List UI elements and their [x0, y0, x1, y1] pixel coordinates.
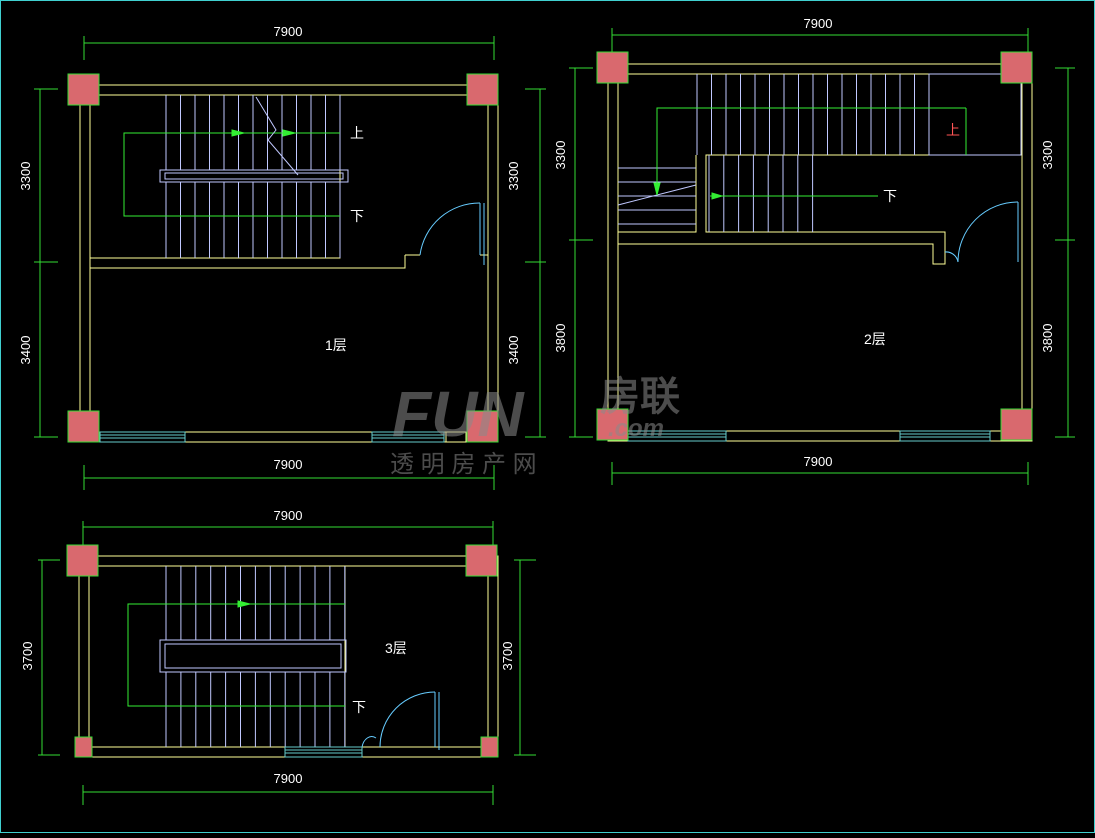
floor-2-columns	[596, 51, 1033, 441]
floor-2-stair-arrows	[653, 107, 967, 200]
floor-1-dim-top: 7900	[274, 24, 303, 39]
floor-3-plan: 7900 7900 3700 3700 下	[20, 508, 536, 805]
floor-3-dim-bottom: 7900	[274, 771, 303, 786]
floor-2-walls	[607, 63, 1033, 442]
watermark-tagline: 透 明 房 产 网	[390, 451, 537, 478]
floor-3-dim-right: 3700	[500, 642, 515, 671]
floor-2-dim-top: 7900	[804, 16, 833, 31]
floor-1-up-label: 上	[350, 125, 364, 141]
floor-2-dimensions	[569, 28, 1075, 485]
floor-2-plan: 7900 7900 3300 3800 3300 3800 上 下	[553, 16, 1075, 485]
floor-1-windows	[99, 431, 467, 443]
floor-1-dim-right-lower: 3400	[506, 336, 521, 365]
watermark: FUN 房联 .com 透 明 房 产 网	[390, 375, 680, 478]
floor-2-dim-left-upper: 3300	[553, 141, 568, 170]
floor-3-dimensions	[38, 521, 536, 805]
floor-1-dim-left-upper: 3300	[18, 162, 33, 191]
floor-3-dim-left: 3700	[20, 642, 35, 671]
floor-1-dimensions	[34, 36, 546, 490]
watermark-domain: .com	[608, 415, 664, 442]
floor-2-door	[944, 201, 1019, 263]
floor-3-dim-top: 7900	[274, 508, 303, 523]
floor-2-up-label: 上	[946, 122, 960, 138]
floor-1-stair-arrows	[123, 129, 340, 217]
floor-3-door	[361, 691, 440, 750]
floor-2-down-label: 下	[883, 188, 897, 204]
floor-1-down-label: 下	[350, 208, 364, 224]
floor-3-stairs	[159, 566, 347, 747]
floor-1-label: 1层	[325, 337, 347, 353]
floor-3-label: 3层	[385, 640, 407, 656]
floor-1-door	[419, 202, 485, 265]
floor-2-stairs	[617, 73, 1022, 232]
floor-3-columns	[66, 544, 499, 758]
floor-2-dim-right-upper: 3300	[1040, 141, 1055, 170]
floor-2-dim-bottom: 7900	[804, 454, 833, 469]
floor-2-dim-right-lower: 3800	[1040, 324, 1055, 353]
floor-1-plan: 7900 7900 3300 3400 3300 3400 上 下	[18, 24, 546, 490]
floor-2-dim-left-lower: 3800	[553, 324, 568, 353]
floor-3-windows	[284, 746, 363, 758]
watermark-brand: 房联	[600, 375, 680, 419]
floor-1-dim-left-lower: 3400	[18, 336, 33, 365]
floor-1-dim-bottom: 7900	[274, 457, 303, 472]
floor-2-label: 2层	[864, 331, 886, 347]
floor-3-stair-arrows	[127, 600, 345, 707]
watermark-logo: FUN	[392, 378, 525, 450]
floor-1-break-line	[255, 96, 299, 176]
floor-1-columns	[67, 73, 499, 443]
floor-1-dim-right-upper: 3300	[506, 162, 521, 191]
floor-3-down-label: 下	[352, 699, 366, 715]
